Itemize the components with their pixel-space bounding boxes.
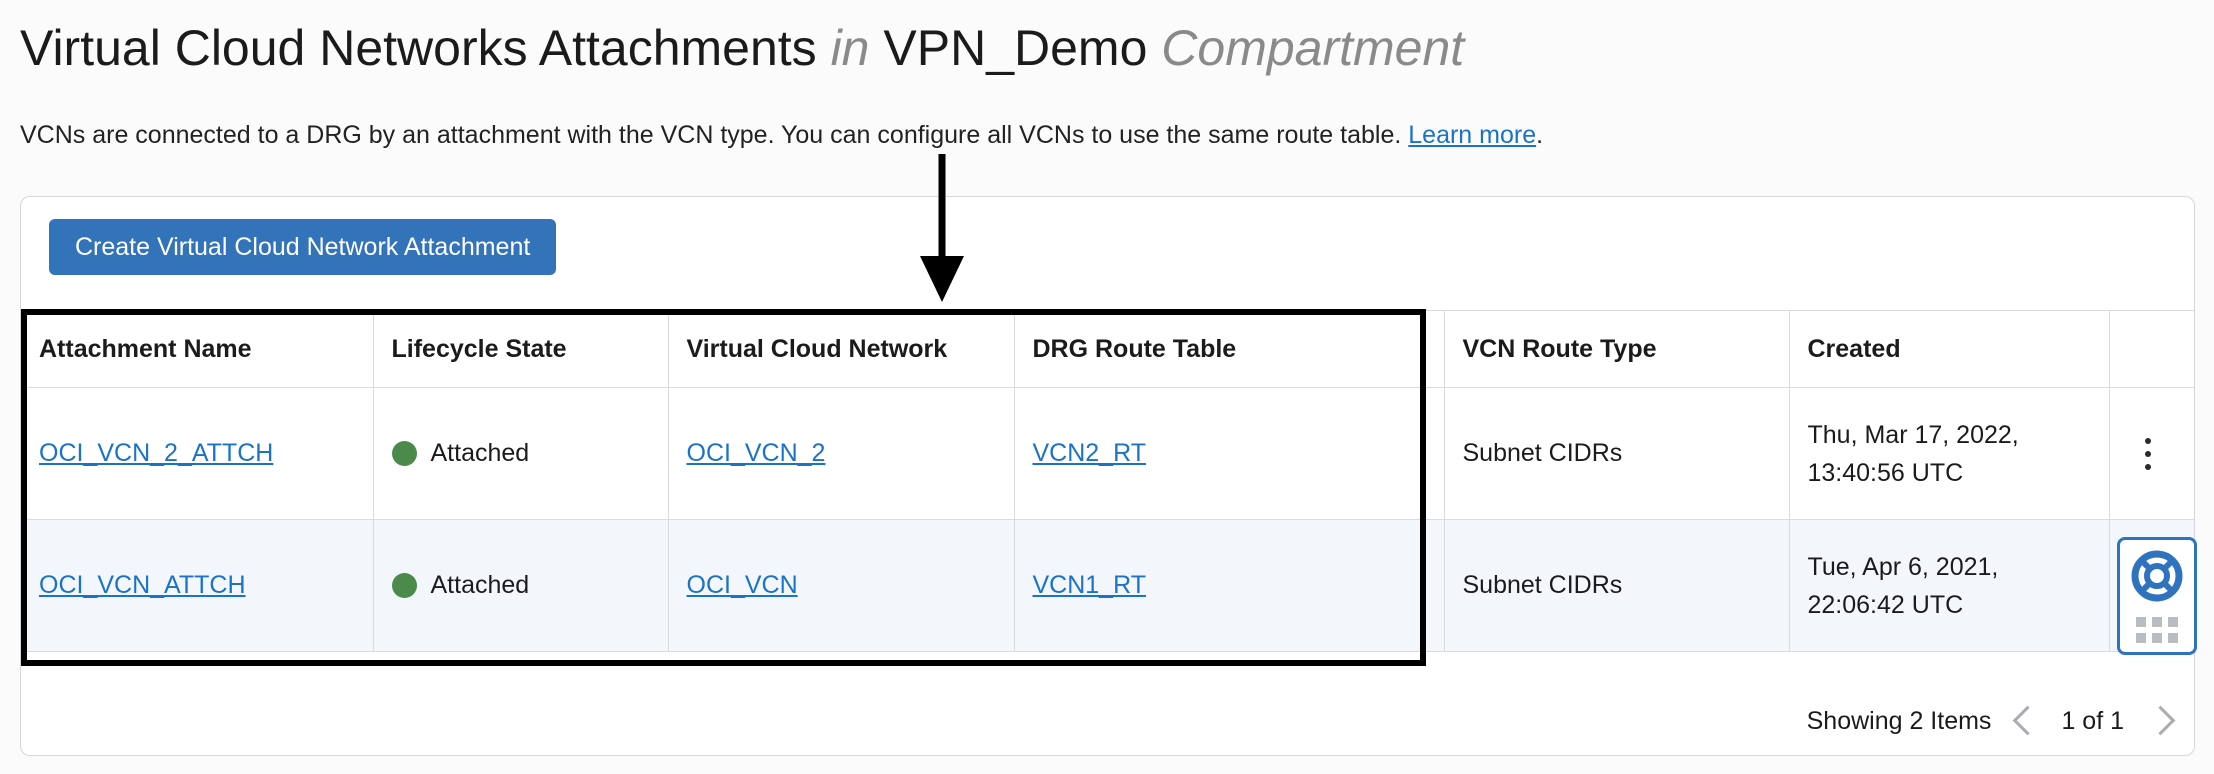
virtual-cloud-network-link[interactable]: OCI_VCN: [686, 571, 798, 599]
help-support-widget[interactable]: [2117, 537, 2197, 655]
cell-attachment-name: OCI_VCN_2_ATTCH: [21, 387, 374, 520]
status-dot-icon: [391, 441, 417, 466]
attachments-card: Create Virtual Cloud Network Attachment …: [20, 196, 2195, 756]
showing-items-label: Showing 2 Items: [1806, 706, 1992, 735]
page-subtitle-text: VCNs are connected to a DRG by an attach…: [20, 121, 1402, 149]
row-actions-menu-icon[interactable]: [2128, 431, 2168, 477]
page-title-compartment-word: Compartment: [1161, 20, 1465, 76]
column-header-attachment-name[interactable]: Attachment Name: [21, 310, 374, 388]
created-time: 22:06:42 UTC: [1807, 590, 1964, 619]
cell-lifecycle-state: Attached: [373, 387, 669, 520]
column-header-actions: [2109, 310, 2194, 388]
cell-virtual-cloud-network: OCI_VCN: [668, 519, 1015, 652]
table-footer: Showing 2 Items 1 of 1: [1807, 701, 2172, 741]
grid-dots-icon: [2136, 616, 2178, 643]
column-header-virtual-cloud-network[interactable]: Virtual Cloud Network: [668, 310, 1015, 388]
status-dot-icon: [391, 573, 417, 598]
virtual-cloud-network-link[interactable]: OCI_VCN_2: [686, 439, 826, 467]
page-subtitle-period: .: [1536, 121, 1544, 149]
cell-actions: [2109, 387, 2194, 520]
cell-created: Tue, Apr 6, 2021, 22:06:42 UTC: [1789, 519, 2110, 652]
page-title-compartment-name: VPN_Demo: [883, 20, 1148, 76]
column-header-vcn-route-type[interactable]: VCN Route Type: [1444, 310, 1790, 388]
chevron-left-icon[interactable]: [2013, 701, 2039, 741]
cell-drg-route-table: VCN2_RT: [1014, 387, 1445, 520]
cell-vcn-route-type: Subnet CIDRs: [1444, 387, 1790, 520]
cell-lifecycle-state: Attached: [373, 519, 669, 652]
chevron-right-icon[interactable]: [2146, 701, 2172, 741]
column-header-created[interactable]: Created: [1789, 310, 2110, 388]
attachment-name-link[interactable]: OCI_VCN_2_ATTCH: [39, 439, 274, 467]
created-date: Tue, Apr 6, 2021,: [1807, 552, 1999, 581]
page-title-main: Virtual Cloud Networks Attachments: [20, 20, 817, 76]
drg-route-table-link[interactable]: VCN1_RT: [1032, 571, 1146, 599]
created-date: Thu, Mar 17, 2022,: [1807, 420, 2019, 449]
page-indicator: 1 of 1: [2061, 706, 2124, 735]
attachments-table: Attachment Name Lifecycle State Virtual …: [21, 310, 2194, 652]
create-vcn-attachment-button[interactable]: Create Virtual Cloud Network Attachment: [49, 219, 557, 275]
cell-created: Thu, Mar 17, 2022, 13:40:56 UTC: [1789, 387, 2110, 520]
life-preserver-icon: [2131, 550, 2183, 607]
lifecycle-state-label: Attached: [430, 439, 530, 467]
column-header-drg-route-table[interactable]: DRG Route Table: [1014, 310, 1445, 388]
cell-attachment-name: OCI_VCN_ATTCH: [21, 519, 374, 652]
cell-drg-route-table: VCN1_RT: [1014, 519, 1445, 652]
page-subtitle: VCNs are connected to a DRG by an attach…: [20, 120, 1543, 150]
table-row[interactable]: OCI_VCN_2_ATTCH Attached OCI_VCN_2 VCN2_…: [21, 387, 2194, 520]
learn-more-link[interactable]: Learn more: [1408, 121, 1537, 149]
column-header-lifecycle-state[interactable]: Lifecycle State: [373, 310, 669, 388]
cell-virtual-cloud-network: OCI_VCN_2: [668, 387, 1015, 520]
table-header-row: Attachment Name Lifecycle State Virtual …: [21, 310, 2194, 388]
attachment-name-link[interactable]: OCI_VCN_ATTCH: [39, 571, 246, 599]
cell-vcn-route-type: Subnet CIDRs: [1444, 519, 1790, 652]
created-time: 13:40:56 UTC: [1807, 458, 1964, 487]
page-title-in-word: in: [830, 20, 870, 76]
drg-route-table-link[interactable]: VCN2_RT: [1032, 439, 1146, 467]
table-row[interactable]: OCI_VCN_ATTCH Attached OCI_VCN VCN1_RT: [21, 519, 2194, 652]
lifecycle-state-label: Attached: [430, 571, 530, 599]
page-title: Virtual Cloud Networks Attachments in VP…: [20, 18, 1464, 78]
